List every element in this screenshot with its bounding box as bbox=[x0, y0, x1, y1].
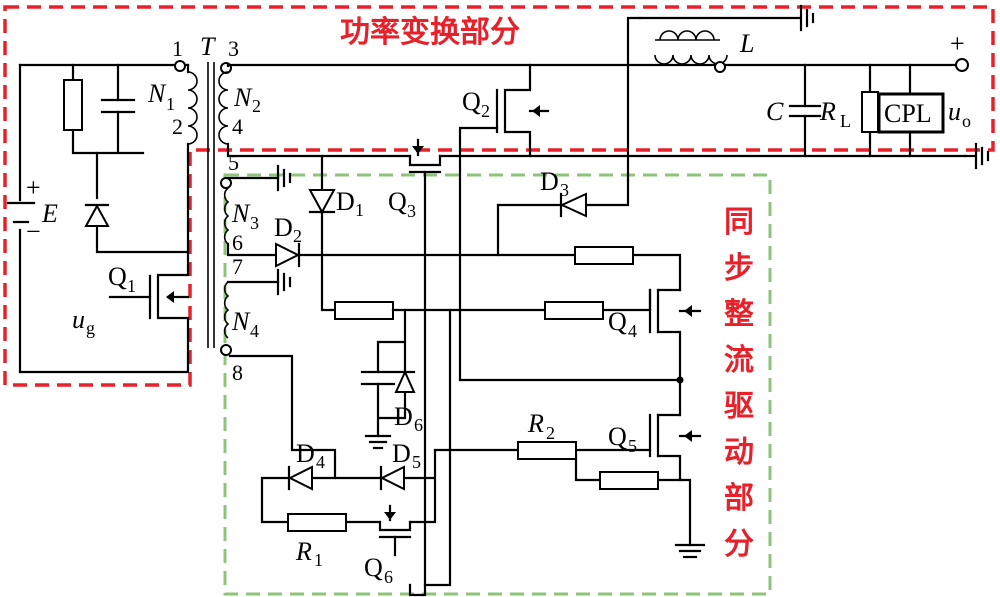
d6-diode bbox=[394, 369, 416, 393]
ug-sub: g bbox=[86, 318, 95, 338]
pin-4: 4 bbox=[232, 114, 243, 139]
d3-diode bbox=[559, 192, 587, 218]
source-minus: − bbox=[26, 217, 41, 246]
ug-label: u bbox=[72, 305, 85, 334]
d5-label: D bbox=[392, 439, 411, 468]
r2-label: R bbox=[527, 409, 544, 438]
pin-6: 6 bbox=[232, 230, 243, 255]
r1-sub: 1 bbox=[314, 550, 323, 570]
q5-sub: 5 bbox=[628, 436, 637, 456]
sync-drive-region bbox=[223, 173, 772, 596]
resistor-d1 bbox=[334, 301, 394, 320]
source-label: E bbox=[41, 199, 58, 228]
source-plus: + bbox=[26, 173, 41, 202]
snubber-diode bbox=[84, 203, 110, 227]
pin-5: 5 bbox=[228, 150, 239, 175]
pin-7: 7 bbox=[232, 254, 243, 279]
cpl-block bbox=[877, 92, 945, 134]
q3-label: Q bbox=[388, 187, 407, 216]
d5-diode bbox=[379, 465, 405, 491]
r1-resistor bbox=[287, 513, 347, 532]
d1-label: D bbox=[336, 187, 355, 216]
inductor-label: L bbox=[739, 29, 754, 58]
rl-label: R bbox=[819, 97, 836, 126]
resistor-q5-gate bbox=[599, 471, 659, 490]
d3-label: D bbox=[540, 167, 559, 196]
pin-1: 1 bbox=[172, 36, 183, 61]
d3-sub: 3 bbox=[560, 180, 569, 200]
output-plus: + bbox=[950, 29, 965, 58]
q6-sub: 6 bbox=[384, 567, 393, 587]
n4-sub: 4 bbox=[250, 321, 259, 341]
n4-dot bbox=[220, 344, 232, 356]
uo-sub: o bbox=[962, 111, 971, 131]
n4-label: N bbox=[231, 307, 251, 336]
load-resistor bbox=[861, 91, 879, 133]
q2-label: Q bbox=[462, 87, 481, 116]
sync-drive-title-char: 步 bbox=[724, 251, 754, 286]
n1-label: N bbox=[147, 79, 167, 108]
n1-dot bbox=[174, 60, 186, 72]
sync-drive-title-char: 流 bbox=[724, 343, 754, 378]
power-stage-region bbox=[3, 5, 995, 387]
q2-sub: 2 bbox=[481, 101, 490, 121]
power-stage-title: 功率变换部分 bbox=[340, 15, 520, 50]
r1-label: R bbox=[295, 537, 312, 566]
sync-drive-title-char: 部 bbox=[724, 481, 754, 516]
d6-sub: 6 bbox=[414, 415, 423, 435]
rl-sub: L bbox=[840, 111, 851, 131]
d4-label: D bbox=[296, 439, 315, 468]
d5-sub: 5 bbox=[412, 452, 421, 472]
inductor-dot bbox=[714, 61, 726, 73]
resistor-q4-gate bbox=[544, 301, 604, 320]
d2-label: D bbox=[274, 213, 293, 242]
q5-label: Q bbox=[608, 422, 627, 451]
sync-drive-title-char: 动 bbox=[724, 435, 754, 470]
output-plus-terminal bbox=[955, 58, 969, 72]
n3-sub: 3 bbox=[250, 213, 259, 233]
snubber-resistor bbox=[63, 79, 83, 131]
r2-sub: 2 bbox=[546, 423, 555, 443]
pin-3: 3 bbox=[228, 36, 239, 61]
r2-resistor bbox=[517, 441, 577, 460]
d4-diode bbox=[287, 465, 313, 491]
q6-label: Q bbox=[364, 553, 383, 582]
cpl-label: CPL bbox=[884, 99, 932, 128]
n3-dot bbox=[220, 177, 232, 189]
n1-sub: 1 bbox=[166, 94, 175, 114]
d1-sub: 1 bbox=[355, 200, 364, 220]
capacitor-label: C bbox=[766, 97, 784, 126]
d2-diode bbox=[275, 242, 301, 268]
d4-sub: 4 bbox=[316, 452, 325, 472]
q1-sub: 1 bbox=[127, 276, 136, 296]
n2-sub: 2 bbox=[252, 96, 261, 116]
sync-drive-title-char: 同 bbox=[724, 205, 754, 240]
q4-label: Q bbox=[608, 307, 627, 336]
uo-label: u bbox=[948, 97, 961, 126]
resistor-d2-q4 bbox=[574, 246, 634, 265]
q1-label: Q bbox=[108, 262, 127, 291]
transformer-label: T bbox=[200, 32, 216, 61]
sync-drive-title-char: 整 bbox=[724, 297, 754, 332]
d1-diode bbox=[308, 189, 336, 215]
q3-sub: 3 bbox=[407, 201, 416, 221]
pin-2: 2 bbox=[172, 114, 183, 139]
q4-sub: 4 bbox=[628, 321, 637, 341]
n3-label: N bbox=[231, 199, 251, 228]
sync-drive-title-char: 驱 bbox=[724, 389, 754, 424]
d2-sub: 2 bbox=[293, 226, 302, 246]
d6-label: D bbox=[394, 402, 413, 431]
sync-drive-title-char: 分 bbox=[724, 527, 754, 562]
pin-8: 8 bbox=[232, 360, 243, 385]
n2-label: N bbox=[233, 83, 253, 112]
